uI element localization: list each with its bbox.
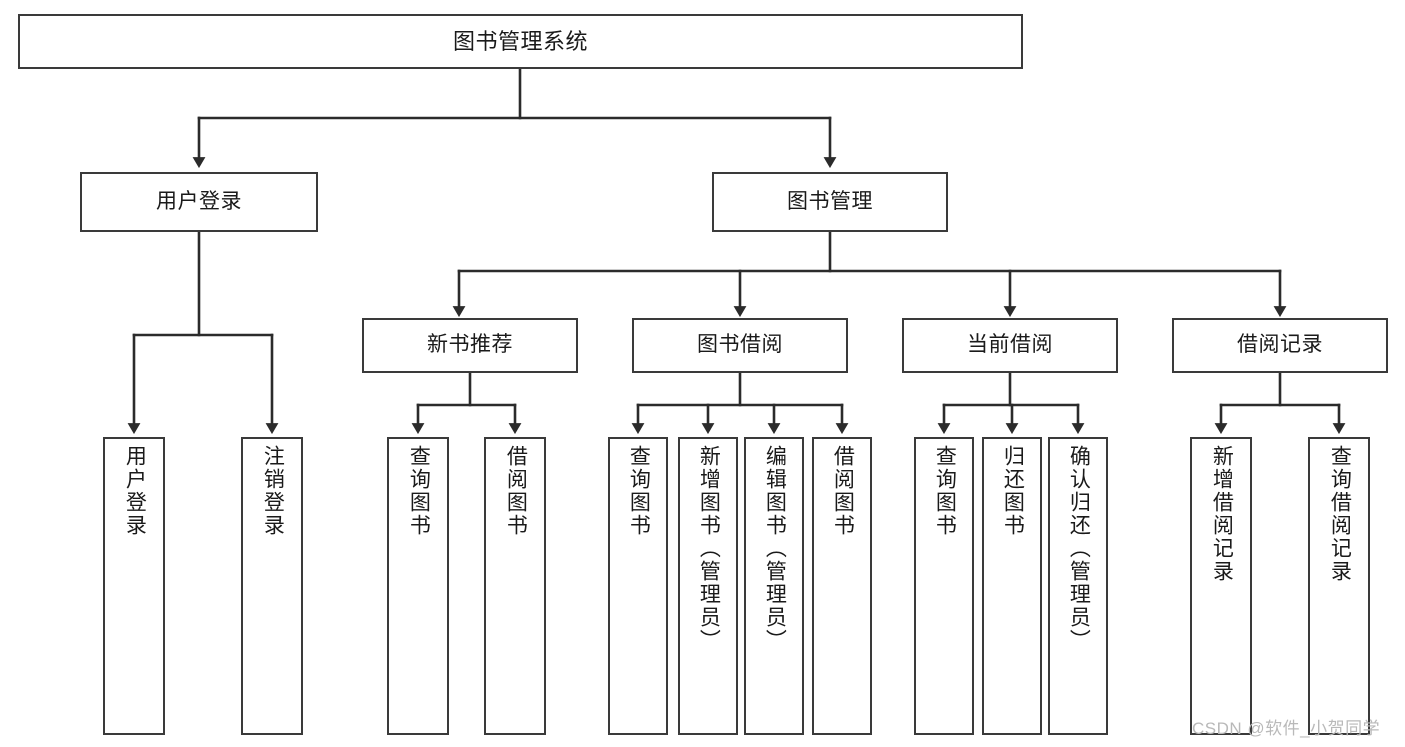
node-book-borrow[interactable]: 图书借阅 [632, 318, 848, 373]
leaf-edit-book-admin[interactable]: 编辑图书（管理员） [744, 437, 804, 735]
leaf-add-book-admin[interactable]: 新增图书（管理员） [678, 437, 738, 735]
node-borrow-record-label: 借阅记录 [1237, 333, 1323, 357]
leaf-user-login[interactable]: 用户登录 [103, 437, 165, 735]
node-user-login[interactable]: 用户登录 [80, 172, 318, 232]
leaf-add-borrow-record[interactable]: 新增借阅记录 [1190, 437, 1252, 735]
leaf-user-login-label: 用户登录 [123, 445, 147, 537]
node-new-book-recommend[interactable]: 新书推荐 [362, 318, 578, 373]
node-user-login-label: 用户登录 [156, 189, 242, 213]
leaf-borrow-book-label: 借阅图书 [831, 445, 855, 537]
leaf-query-book-recommend[interactable]: 查询图书 [387, 437, 449, 735]
node-book-management[interactable]: 图书管理 [712, 172, 948, 232]
leaf-query-borrow-record[interactable]: 查询借阅记录 [1308, 437, 1370, 735]
leaf-return-book[interactable]: 归还图书 [982, 437, 1042, 735]
leaf-borrow-book-recommend[interactable]: 借阅图书 [484, 437, 546, 735]
leaf-confirm-return-admin-label: 确认归还（管理员） [1067, 445, 1091, 652]
leaf-query-book-current[interactable]: 查询图书 [914, 437, 974, 735]
leaf-add-book-admin-label: 新增图书（管理员） [697, 445, 721, 652]
node-book-borrow-label: 图书借阅 [697, 333, 783, 357]
watermark: CSDN @软件_小贺同学 [1192, 719, 1381, 738]
leaf-logout-label: 注销登录 [261, 445, 285, 537]
node-new-book-recommend-label: 新书推荐 [427, 333, 513, 357]
leaf-query-book-borrow-label: 查询图书 [627, 445, 651, 537]
node-current-borrow[interactable]: 当前借阅 [902, 318, 1118, 373]
leaf-add-borrow-record-label: 新增借阅记录 [1210, 445, 1234, 583]
node-root-label: 图书管理系统 [452, 28, 588, 54]
leaf-logout[interactable]: 注销登录 [241, 437, 303, 735]
leaf-confirm-return-admin[interactable]: 确认归还（管理员） [1048, 437, 1108, 735]
node-current-borrow-label: 当前借阅 [967, 333, 1053, 357]
leaf-return-book-label: 归还图书 [1001, 445, 1025, 537]
leaf-query-book-borrow[interactable]: 查询图书 [608, 437, 668, 735]
leaf-borrow-book-recommend-label: 借阅图书 [504, 445, 528, 537]
node-borrow-record[interactable]: 借阅记录 [1172, 318, 1388, 373]
leaf-query-book-current-label: 查询图书 [933, 445, 957, 537]
node-book-management-label: 图书管理 [787, 189, 873, 213]
leaf-query-book-recommend-label: 查询图书 [407, 445, 431, 537]
leaf-borrow-book[interactable]: 借阅图书 [812, 437, 872, 735]
leaf-edit-book-admin-label: 编辑图书（管理员） [763, 445, 787, 652]
node-root[interactable]: 图书管理系统 [18, 14, 1023, 69]
leaf-query-borrow-record-label: 查询借阅记录 [1328, 445, 1352, 583]
